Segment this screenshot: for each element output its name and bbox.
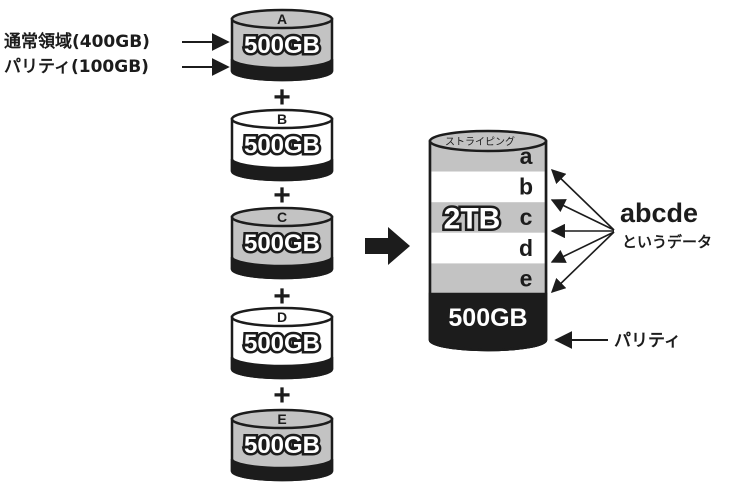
data-subtitle: というデータ — [622, 233, 712, 251]
disk-letter: E — [277, 411, 286, 427]
stripe-b — [431, 171, 545, 203]
big-arrow-icon — [365, 227, 410, 265]
disk-letter: D — [277, 309, 287, 325]
disk-a: A 500GB — [230, 8, 334, 82]
stripe-label-e: e — [520, 265, 533, 291]
stripe-label-d: d — [519, 235, 533, 261]
disk-capacity: 500GB — [244, 132, 320, 159]
disk-capacity: 500GB — [244, 432, 320, 459]
disk-c: C 500GB — [230, 206, 334, 280]
disk-letter: A — [277, 11, 287, 27]
stripe-label-b: b — [519, 174, 533, 200]
disk-e: E 500GB — [230, 408, 334, 482]
plus-1: + — [273, 81, 291, 114]
disk-stack: A 500GB B 500GB C 500GB D 500GB E 500GB — [230, 8, 334, 482]
stripe-label-c: c — [520, 204, 533, 230]
data-title: abcde — [620, 198, 698, 228]
disk-letter: C — [277, 209, 287, 225]
disk-capacity: 500GB — [244, 230, 320, 257]
disk-capacity: 500GB — [244, 32, 320, 59]
plus-signs: + + + + — [273, 81, 291, 412]
striping-label: ストライピング — [445, 135, 515, 148]
disk-letter: B — [277, 111, 287, 127]
stripe-c — [431, 202, 545, 233]
plus-2: + — [273, 179, 291, 212]
parity-capacity: 500GB — [448, 304, 527, 332]
stripe-e — [431, 263, 545, 294]
total-capacity: 2TB — [444, 203, 501, 236]
parity-right-label: パリティ — [614, 331, 681, 351]
normal-area-label: 通常領域(400GB) — [4, 31, 150, 52]
disk-b: B 500GB — [230, 108, 334, 182]
plus-4: + — [273, 379, 291, 412]
disk-capacity: 500GB — [244, 330, 320, 357]
parity-left-label: パリティ(100GB) — [4, 57, 149, 77]
disk-d: D 500GB — [230, 306, 334, 380]
stripe-d — [431, 232, 545, 264]
data-arrows — [550, 168, 615, 294]
plus-3: + — [273, 280, 291, 313]
